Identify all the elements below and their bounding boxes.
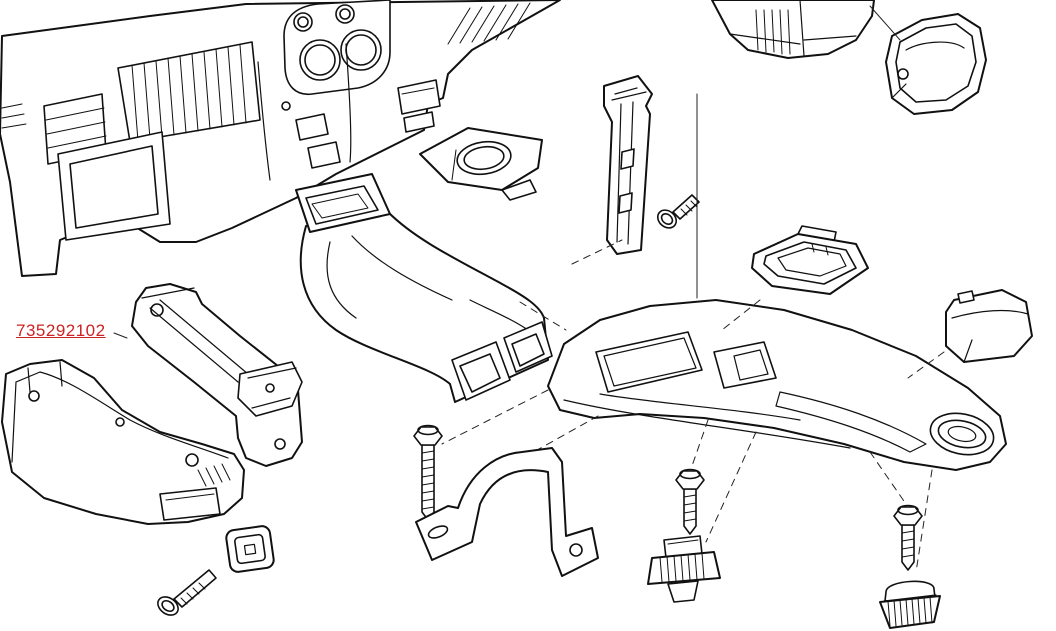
floor-bracket bbox=[1, 359, 245, 525]
bracket-flange-clip bbox=[237, 361, 303, 417]
bolt-center-right bbox=[675, 468, 705, 535]
square-retaining-clip bbox=[225, 525, 275, 573]
side-support-bracket bbox=[603, 75, 653, 255]
support-bracket-labeled bbox=[131, 283, 303, 467]
part-number-label[interactable]: 735292102 bbox=[16, 321, 106, 340]
expansion-clip bbox=[647, 535, 721, 603]
screw-bottom-left bbox=[157, 569, 217, 616]
console-lid bbox=[945, 289, 1033, 363]
dashboard-panel bbox=[0, 0, 561, 277]
heater-duct bbox=[295, 173, 553, 403]
storage-tray bbox=[751, 225, 869, 295]
console-rear-section bbox=[711, 0, 875, 59]
storage-pocket bbox=[885, 13, 987, 115]
bolt-bottom-right bbox=[893, 504, 923, 571]
mounting-plate bbox=[419, 127, 543, 201]
strap-bracket bbox=[415, 447, 599, 577]
bolt-center bbox=[413, 424, 443, 521]
grommet bbox=[879, 580, 941, 629]
leader-lines bbox=[113, 5, 945, 573]
screw-upper bbox=[656, 194, 700, 229]
center-console bbox=[547, 299, 1007, 471]
